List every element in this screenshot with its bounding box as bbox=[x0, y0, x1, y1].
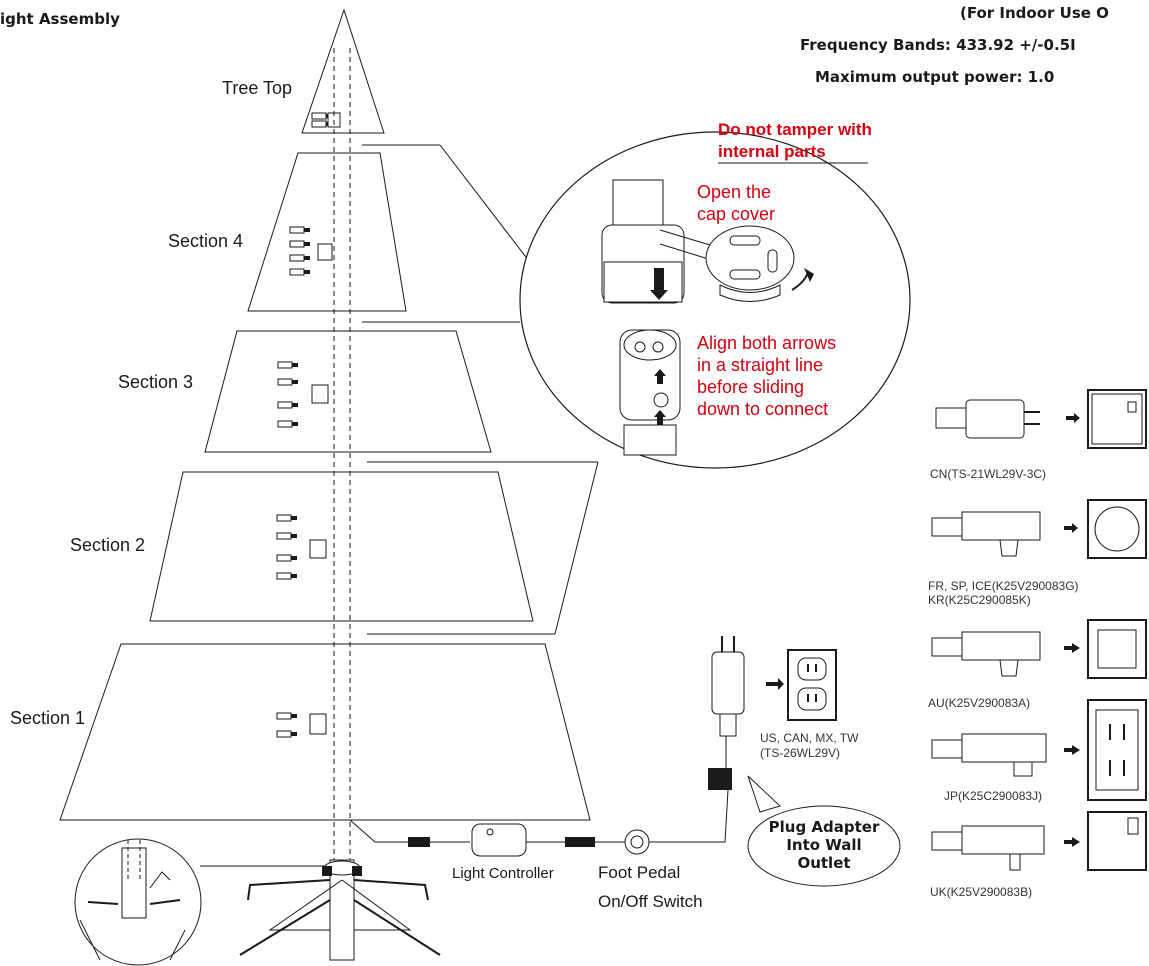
align-line-4: down to connect bbox=[697, 399, 828, 419]
header-indoor-use: (For Indoor Use O bbox=[960, 4, 1109, 22]
foot-pedal-label-1: Foot Pedal bbox=[598, 863, 680, 882]
callout-line-2: Into Wall bbox=[786, 836, 861, 854]
section-4-lights bbox=[289, 226, 333, 276]
section-2-lights bbox=[276, 514, 327, 580]
align-line-3: before sliding bbox=[697, 377, 804, 397]
section-3-lights bbox=[277, 361, 329, 428]
section-4 bbox=[247, 152, 407, 312]
align-line-2: in a straight line bbox=[697, 355, 823, 375]
fr-wall-outlet bbox=[1087, 499, 1147, 559]
callout-line-1: Plug Adapter bbox=[769, 818, 880, 836]
light-controller-box bbox=[471, 823, 527, 857]
callout-line-3: Outlet bbox=[797, 854, 850, 872]
section-3 bbox=[204, 330, 492, 453]
align-line-1: Align both arrows bbox=[697, 333, 836, 353]
au-adapter-label: AU(K25V290083A) bbox=[928, 696, 1030, 710]
us-wall-outlet bbox=[787, 649, 837, 721]
uk-adapter-label: UK(K25V290083B) bbox=[930, 885, 1032, 899]
power-cable bbox=[349, 819, 408, 843]
uk-adapter bbox=[931, 825, 1045, 871]
us-adapter bbox=[711, 636, 745, 737]
open-cap-line-1: Open the bbox=[697, 182, 771, 202]
section-3-label: Section 3 bbox=[118, 372, 193, 392]
warning-line-2: internal parts bbox=[718, 142, 826, 161]
tree-stand bbox=[239, 859, 441, 961]
light-controller-label: Light Controller bbox=[452, 865, 554, 882]
header-title: ight Assembly bbox=[0, 10, 120, 28]
up-arrow-icon bbox=[654, 369, 666, 384]
jp-wall-outlet bbox=[1087, 699, 1147, 801]
section-2 bbox=[149, 471, 534, 622]
tree-top-label: Tree Top bbox=[222, 78, 292, 98]
connection-detail-circle bbox=[519, 131, 911, 469]
au-wall-outlet bbox=[1087, 619, 1147, 679]
section-4-label: Section 4 bbox=[168, 231, 243, 251]
fr-adapter-label-2: KR(K25C290085K) bbox=[928, 593, 1031, 607]
header-output-power: Maximum output power: 1.0 bbox=[815, 68, 1054, 86]
foot-pedal-label-2: On/Off Switch bbox=[598, 892, 703, 911]
plug-adapter-callout bbox=[747, 775, 901, 887]
jp-adapter bbox=[931, 733, 1047, 777]
rotate-arrow-icon bbox=[804, 268, 814, 282]
cn-adapter bbox=[935, 399, 1040, 439]
cn-adapter-label: CN(TS-21WL29V-3C) bbox=[930, 467, 1046, 481]
tree-top-section bbox=[301, 8, 385, 134]
us-adapter-label-2: (TS-26WL29V) bbox=[760, 746, 840, 760]
warning-line-1: Do not tamper with bbox=[718, 120, 872, 139]
section-1-label: Section 1 bbox=[10, 708, 85, 728]
section-1-lights bbox=[276, 712, 327, 738]
au-adapter bbox=[931, 631, 1041, 677]
open-cap-line-2: cap cover bbox=[697, 204, 775, 224]
jp-adapter-label: JP(K25C290083J) bbox=[944, 789, 1042, 803]
fr-adapter-label-1: FR, SP, ICE(K25V290083G) bbox=[928, 579, 1079, 593]
cn-wall-outlet bbox=[1087, 389, 1147, 449]
down-arrow-icon bbox=[650, 268, 668, 300]
stand-detail-circle bbox=[74, 838, 325, 966]
header-frequency: Frequency Bands: 433.92 +/-0.5I bbox=[800, 36, 1076, 54]
cap-cover bbox=[705, 225, 795, 291]
uk-wall-outlet bbox=[1087, 811, 1147, 871]
us-adapter-label-1: US, CAN, MX, TW bbox=[760, 731, 859, 745]
fr-adapter bbox=[931, 511, 1041, 557]
section-2-label: Section 2 bbox=[70, 535, 145, 555]
